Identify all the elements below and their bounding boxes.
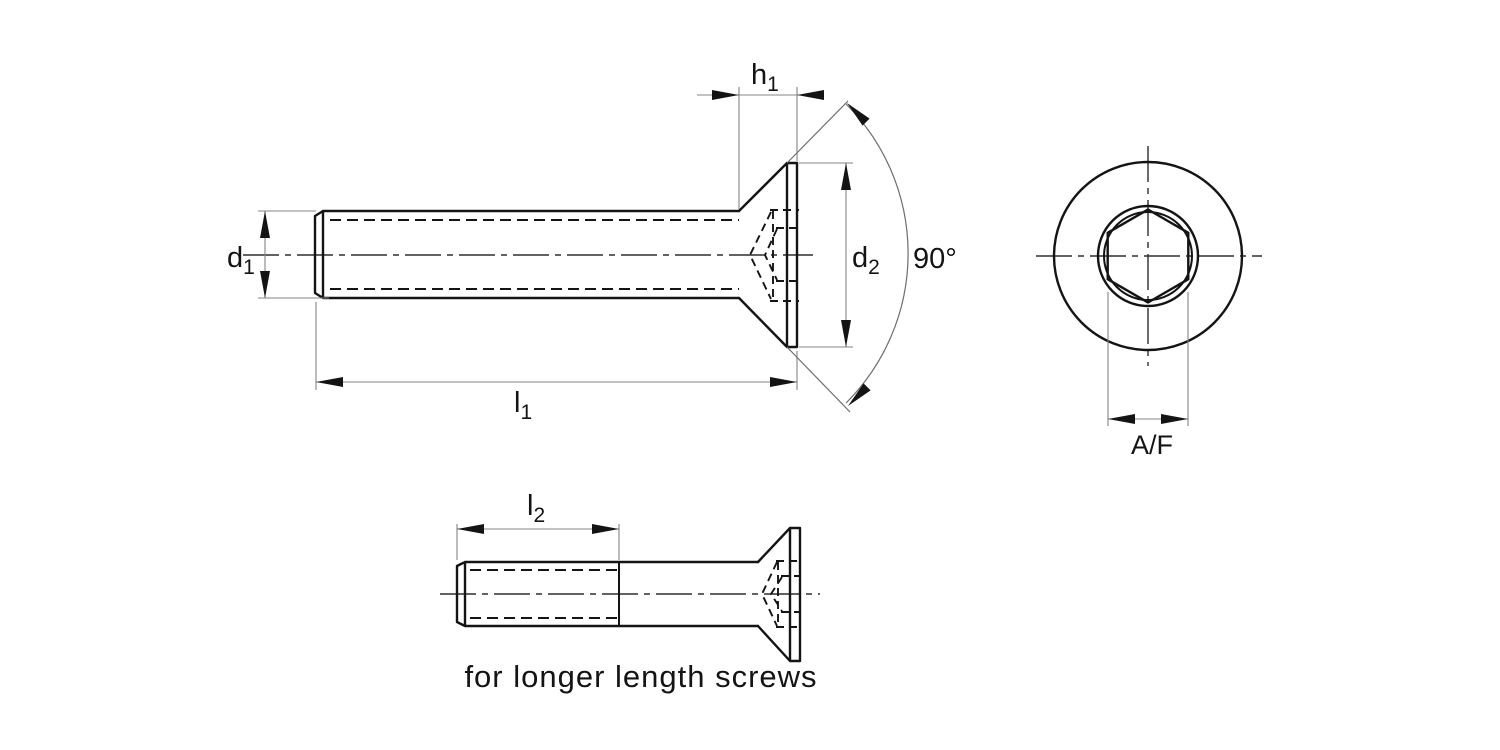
arrowhead — [1161, 414, 1188, 424]
head-circle — [1052, 160, 1244, 352]
arrowhead — [797, 90, 824, 100]
label-d2: d2 — [852, 242, 880, 279]
arrowhead — [457, 524, 484, 534]
socket-hidden-lines — [748, 209, 799, 302]
dim-d2: d2 — [799, 162, 880, 348]
thread-hidden-lines — [470, 569, 619, 619]
label-l2: l2 — [527, 490, 545, 527]
dim-l1: l1 — [315, 302, 798, 424]
shaft-outline — [455, 560, 760, 628]
dim-angle-90: 90° — [786, 100, 957, 413]
arrowhead — [1108, 414, 1135, 424]
arrowhead — [841, 320, 851, 347]
label-h1: h1 — [751, 59, 779, 96]
arrowhead — [770, 377, 797, 387]
label-af: A/F — [1131, 430, 1173, 460]
angle-extension-line — [786, 346, 851, 413]
angle-arc — [845, 103, 909, 404]
side-view — [243, 161, 813, 349]
hex-socket — [1106, 208, 1190, 304]
socket-opening-circle — [1096, 204, 1200, 308]
side-view-dimensions: d1 h1 d2 l1 — [227, 59, 957, 424]
socket-hidden-lines — [760, 560, 801, 628]
shaft-outline — [313, 209, 741, 300]
arrowhead — [847, 103, 870, 126]
caption-longer-length: for longer length screws — [464, 659, 817, 694]
extension-line — [258, 210, 329, 299]
label-d1: d1 — [227, 242, 255, 279]
arrowhead — [260, 271, 270, 298]
angle-extension-line — [786, 100, 849, 164]
dim-h1: h1 — [697, 59, 824, 209]
arrowhead — [316, 377, 343, 387]
arrowhead — [848, 383, 871, 406]
longer-variant-view: l2 for longer length screws — [440, 490, 820, 694]
head-outline — [737, 161, 799, 349]
extension-line — [799, 162, 853, 348]
dim-d1: d1 — [227, 210, 329, 299]
dim-af: A/F — [1107, 292, 1189, 460]
extension-line — [1107, 292, 1189, 426]
extension-line — [738, 87, 798, 209]
socket-chamfer-circle — [1103, 211, 1193, 301]
thread-hidden-lines — [330, 219, 739, 290]
extension-line — [315, 302, 798, 390]
label-angle: 90° — [913, 243, 957, 275]
dim-l2: l2 — [456, 490, 620, 560]
arrowhead — [841, 163, 851, 190]
arrowhead — [712, 90, 739, 100]
arrowhead — [260, 211, 270, 238]
label-l1: l1 — [514, 387, 532, 424]
arrowhead — [592, 524, 619, 534]
end-view: A/F — [1036, 146, 1262, 460]
extension-line — [456, 524, 620, 560]
head-outline — [756, 526, 802, 663]
